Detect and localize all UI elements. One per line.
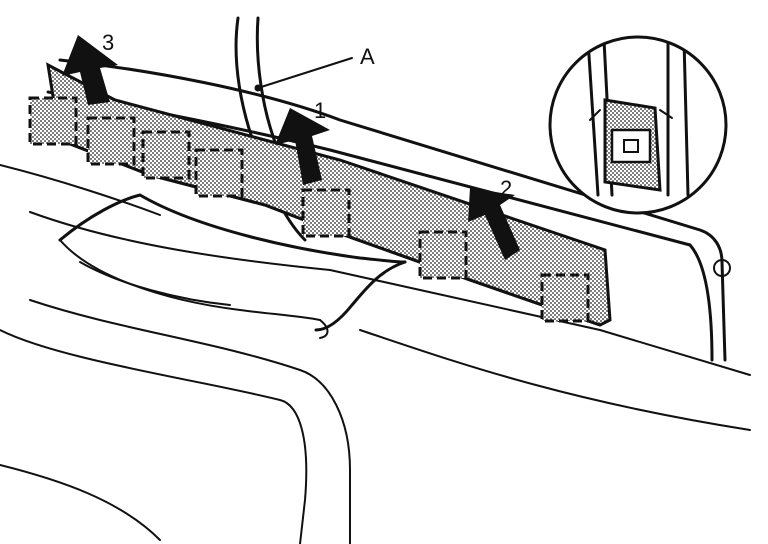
clip-box [86, 116, 136, 166]
label-step-2: 2 [500, 176, 512, 201]
clip-locations [28, 96, 590, 323]
arrow-step-2 [468, 188, 520, 260]
removal-arrows [62, 35, 520, 260]
wiring-harness [58, 193, 407, 339]
part-a-leader [254, 57, 353, 92]
label-step-1: 1 [314, 98, 326, 123]
clip-box [141, 130, 191, 180]
clip-box [418, 230, 468, 280]
label-step-3: 3 [102, 30, 114, 55]
clip-box [194, 148, 244, 198]
detail-inset [548, 35, 728, 215]
arrow-step-3 [62, 35, 118, 105]
clip-box [301, 188, 351, 238]
label-part-a: A [360, 44, 375, 69]
clip-box [540, 273, 590, 323]
arrow-step-1 [275, 108, 330, 185]
clip-box [28, 96, 78, 146]
